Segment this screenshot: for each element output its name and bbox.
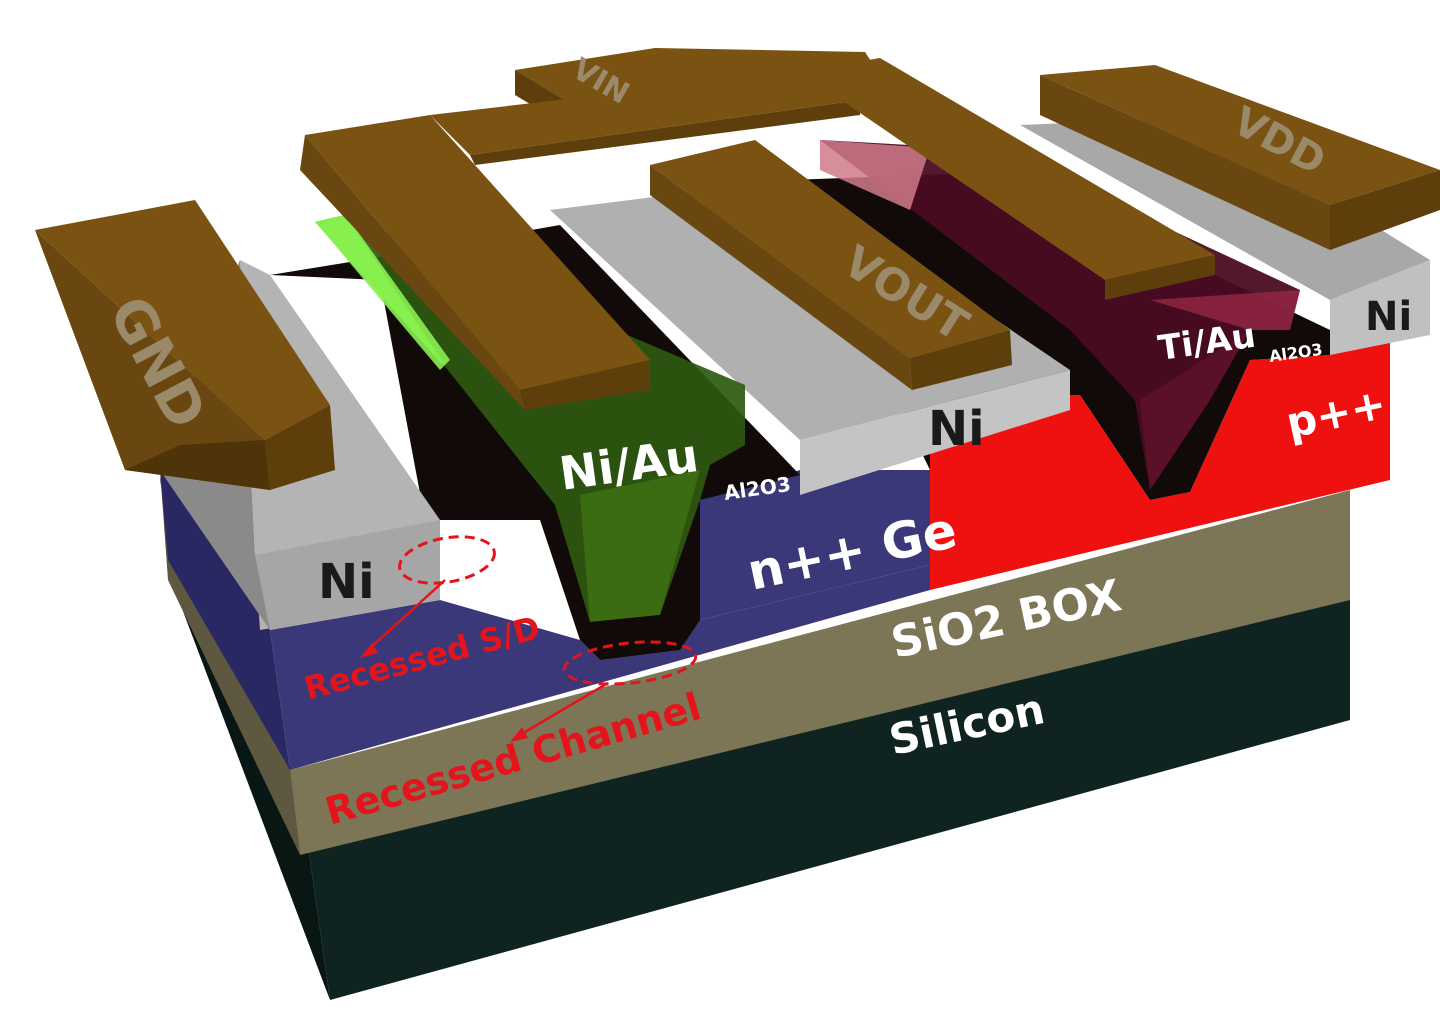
recessed-channel-arrow — [519, 681, 609, 737]
recessed-sd-ellipse — [398, 535, 496, 585]
recessed-sd-arrow — [367, 579, 446, 651]
ni-right-label: Ni — [1365, 294, 1412, 340]
ni-center-label: Ni — [928, 401, 985, 457]
ni-au-gate — [315, 215, 745, 660]
n-ge-region — [160, 470, 930, 770]
vin-metal-bar — [515, 48, 880, 110]
annotations — [360, 535, 698, 742]
ni-right-contact — [1020, 118, 1430, 355]
vout-metal-bar — [650, 140, 1010, 358]
ti-au-gate — [820, 140, 1300, 490]
gnd-metal-bar — [35, 200, 330, 440]
ni-left-label: Ni — [318, 554, 375, 610]
vdd-metal-bar — [1040, 65, 1440, 205]
recessed-channel-ellipse — [562, 640, 698, 686]
metal-interconnects — [35, 48, 1440, 490]
